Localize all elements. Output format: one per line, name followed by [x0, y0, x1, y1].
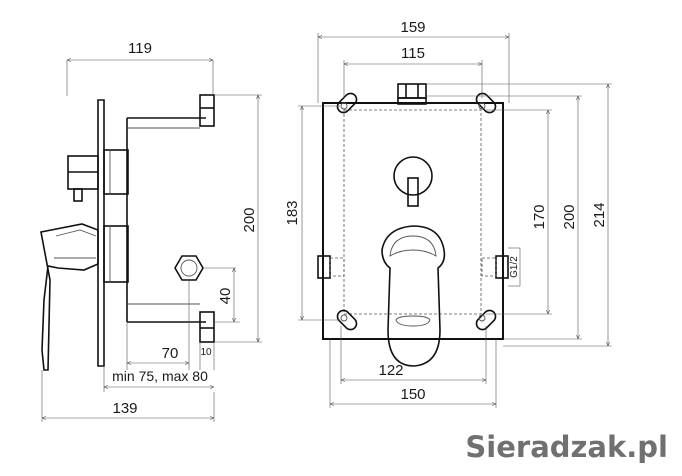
- watermark: Sieradzak.pl: [465, 430, 668, 464]
- dim-mount-height: 183: [284, 105, 340, 321]
- dim-install-depth: min 75, max 80: [103, 366, 214, 392]
- diverter-round-knob: [393, 156, 433, 207]
- mount-slot-bottom-left: [336, 309, 358, 331]
- lever-front: [381, 225, 446, 367]
- dim-plate-gap-label: 10: [200, 347, 212, 358]
- mount-slot-top-left: [336, 92, 358, 114]
- dim-inner-width-label: 115: [401, 45, 425, 62]
- dim-height-214-label: 214: [591, 202, 608, 227]
- dim-inner-width: 115: [343, 45, 483, 98]
- mount-slot-bottom-right: [475, 309, 497, 331]
- dim-height-200: 200: [427, 95, 582, 340]
- dim-height-170: 170: [486, 109, 552, 315]
- dim-top-width: 119: [66, 40, 214, 96]
- dim-side-height-label: 200: [241, 207, 258, 232]
- wall-plate: [97, 99, 105, 367]
- dim-mount-height-label: 183: [284, 200, 301, 225]
- valve-body: [126, 117, 206, 323]
- left-connector: [317, 255, 345, 279]
- dim-outlet-offset: 70: [126, 280, 190, 370]
- dim-outlet-height: 40: [214, 268, 240, 323]
- front-view: 159 115 183 170 200: [284, 19, 612, 408]
- top-connector: [397, 83, 427, 105]
- dim-outer-width-label: 159: [400, 19, 425, 36]
- dim-install-depth-label: min 75, max 80: [112, 368, 208, 384]
- diverter-knob: [67, 149, 129, 202]
- dim-bottom-outer: 150: [329, 339, 497, 408]
- dim-total-depth-label: 139: [112, 400, 137, 417]
- dim-thread-label: G1/2: [509, 256, 520, 278]
- dim-total-depth: 139: [41, 370, 215, 422]
- inner-mount-outline: [343, 109, 482, 315]
- dim-outlet-offset-label: 70: [162, 345, 179, 362]
- right-connector: [481, 255, 509, 279]
- dim-outlet-height-label: 40: [217, 288, 234, 305]
- dim-plate-gap: 10: [199, 342, 215, 370]
- dim-thread: G1/2: [508, 247, 521, 287]
- front-box: [322, 102, 504, 340]
- dim-bottom-inner: 122: [340, 326, 487, 384]
- lever-handle: [40, 223, 129, 371]
- dim-height-200-label: 200: [561, 204, 578, 229]
- bottom-lug: [199, 311, 215, 343]
- dim-height-214: 214: [427, 83, 612, 347]
- dim-height-170-label: 170: [531, 204, 548, 229]
- mount-slot-top-right: [475, 92, 497, 114]
- top-lug: [199, 94, 215, 127]
- dim-bottom-outer-label: 150: [400, 386, 425, 403]
- dim-side-height: 200: [214, 94, 262, 343]
- dim-outer-width: 159: [317, 19, 510, 103]
- side-view: 119: [40, 40, 262, 422]
- dim-bottom-inner-label: 122: [378, 362, 403, 379]
- dim-top-width-label: 119: [128, 40, 152, 57]
- outlet-hex-nut: [174, 255, 236, 281]
